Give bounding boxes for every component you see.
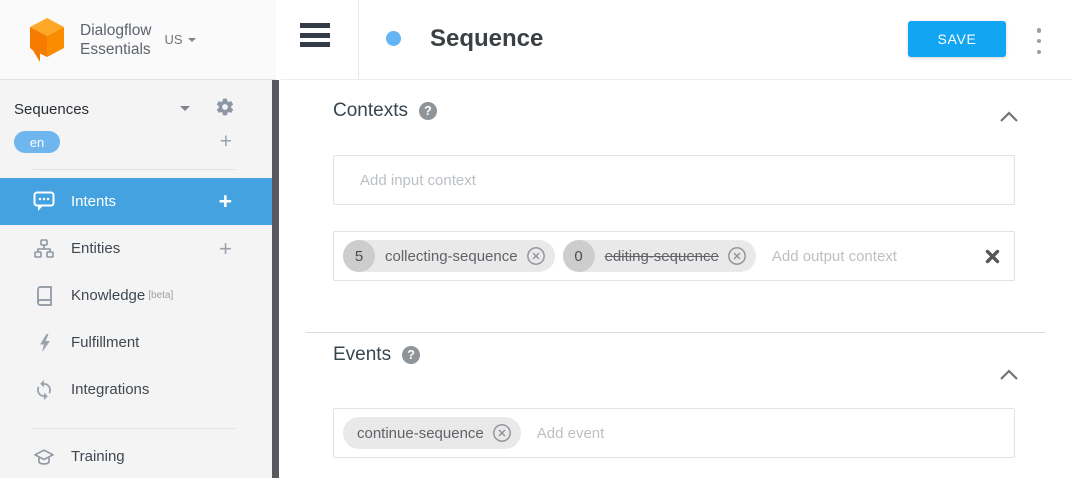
sidebar-brand-area: Dialogflow Essentials US (0, 0, 276, 80)
language-badge[interactable]: en (14, 131, 60, 153)
chat-bubble-icon (33, 191, 55, 212)
sidebar-item-label: Training (71, 448, 125, 465)
main-content: Sequence SAVE Contexts ? 5 collecting-se… (281, 0, 1072, 478)
help-icon[interactable]: ? (402, 346, 421, 364)
clear-contexts-x-icon[interactable] (985, 249, 1000, 264)
sidebar: Dialogflow Essentials US Sequences en + … (0, 0, 279, 478)
dialogflow-logo-icon (30, 17, 64, 62)
page-title: Sequence (430, 25, 544, 52)
chip-label: continue-sequence (357, 424, 484, 442)
sidebar-item-integrations[interactable]: Integrations (0, 366, 276, 413)
save-button[interactable]: SAVE (908, 21, 1006, 57)
event-input[interactable] (528, 424, 1000, 442)
add-intent-button[interactable]: + (218, 188, 232, 214)
agent-settings-gear-icon[interactable] (215, 97, 235, 117)
contexts-title: Contexts (333, 100, 408, 121)
book-icon (33, 285, 55, 306)
circle-x-icon[interactable] (526, 246, 546, 266)
add-entity-button[interactable]: + (219, 235, 232, 261)
sidebar-nav: Intents + Entities + Kno (0, 178, 276, 413)
chip-label: collecting-sequence (385, 247, 518, 265)
event-chip[interactable]: continue-sequence (343, 417, 521, 449)
sidebar-scrollbar[interactable] (272, 80, 279, 478)
vertical-dots-icon[interactable] (1031, 28, 1047, 54)
sidebar-item-label: Integrations (71, 381, 150, 398)
output-context-chip[interactable]: 5 collecting-sequence (343, 240, 555, 272)
contexts-heading: Contexts ? (333, 100, 437, 122)
chevron-up-icon[interactable] (999, 110, 1019, 122)
sitemap-icon (33, 238, 55, 259)
chevron-up-icon[interactable] (999, 368, 1019, 380)
agent-caret-down-icon[interactable] (180, 106, 190, 111)
chip-lifespan[interactable]: 5 (343, 240, 375, 272)
sidebar-item-intents[interactable]: Intents + (0, 178, 276, 225)
sidebar-divider (33, 428, 235, 429)
events-heading: Events ? (333, 344, 421, 366)
sync-arrows-icon (33, 379, 55, 400)
page-header: Sequence SAVE (281, 0, 1072, 80)
chip-lifespan[interactable]: 0 (562, 240, 595, 272)
events-title: Events (333, 344, 392, 365)
sidebar-item-label: Intents (71, 193, 117, 210)
intent-status-dot (386, 31, 401, 46)
sidebar-item-entities[interactable]: Entities + (0, 225, 276, 272)
section-divider (306, 332, 1045, 333)
sidebar-item-label: Entities (71, 240, 121, 257)
circle-x-icon[interactable] (492, 423, 512, 443)
sidebar-divider (33, 169, 235, 170)
sidebar-item-knowledge[interactable]: Knowledge [beta] (0, 272, 276, 319)
chip-label: editing-sequence (604, 247, 719, 265)
sidebar-item-training[interactable]: Training (0, 433, 276, 478)
sidebar-item-label: Fulfillment (71, 334, 140, 351)
input-context-field[interactable] (333, 155, 1015, 205)
region-selector[interactable]: US (165, 32, 196, 47)
header-divider (358, 0, 359, 79)
caret-down-icon (187, 37, 196, 42)
brand-name: Dialogflow Essentials (80, 21, 152, 58)
events-field[interactable]: continue-sequence (333, 408, 1015, 458)
lightning-bolt-icon (33, 333, 55, 353)
sidebar-item-label: Knowledge (71, 287, 146, 304)
output-context-chip[interactable]: 0 editing-sequence (562, 240, 756, 272)
agent-name[interactable]: Sequences (14, 101, 90, 118)
hamburger-menu-icon[interactable] (300, 23, 330, 52)
add-language-button[interactable]: + (219, 130, 232, 153)
help-icon[interactable]: ? (418, 102, 437, 120)
sidebar-item-fulfillment[interactable]: Fulfillment (0, 319, 276, 366)
graduation-cap-icon (33, 448, 55, 466)
beta-badge: [beta] (148, 290, 174, 301)
output-context-input[interactable] (763, 247, 979, 265)
circle-x-icon[interactable] (727, 246, 747, 266)
input-context-input[interactable] (343, 171, 1000, 189)
output-context-field[interactable]: 5 collecting-sequence 0 editing-sequence (333, 231, 1015, 281)
